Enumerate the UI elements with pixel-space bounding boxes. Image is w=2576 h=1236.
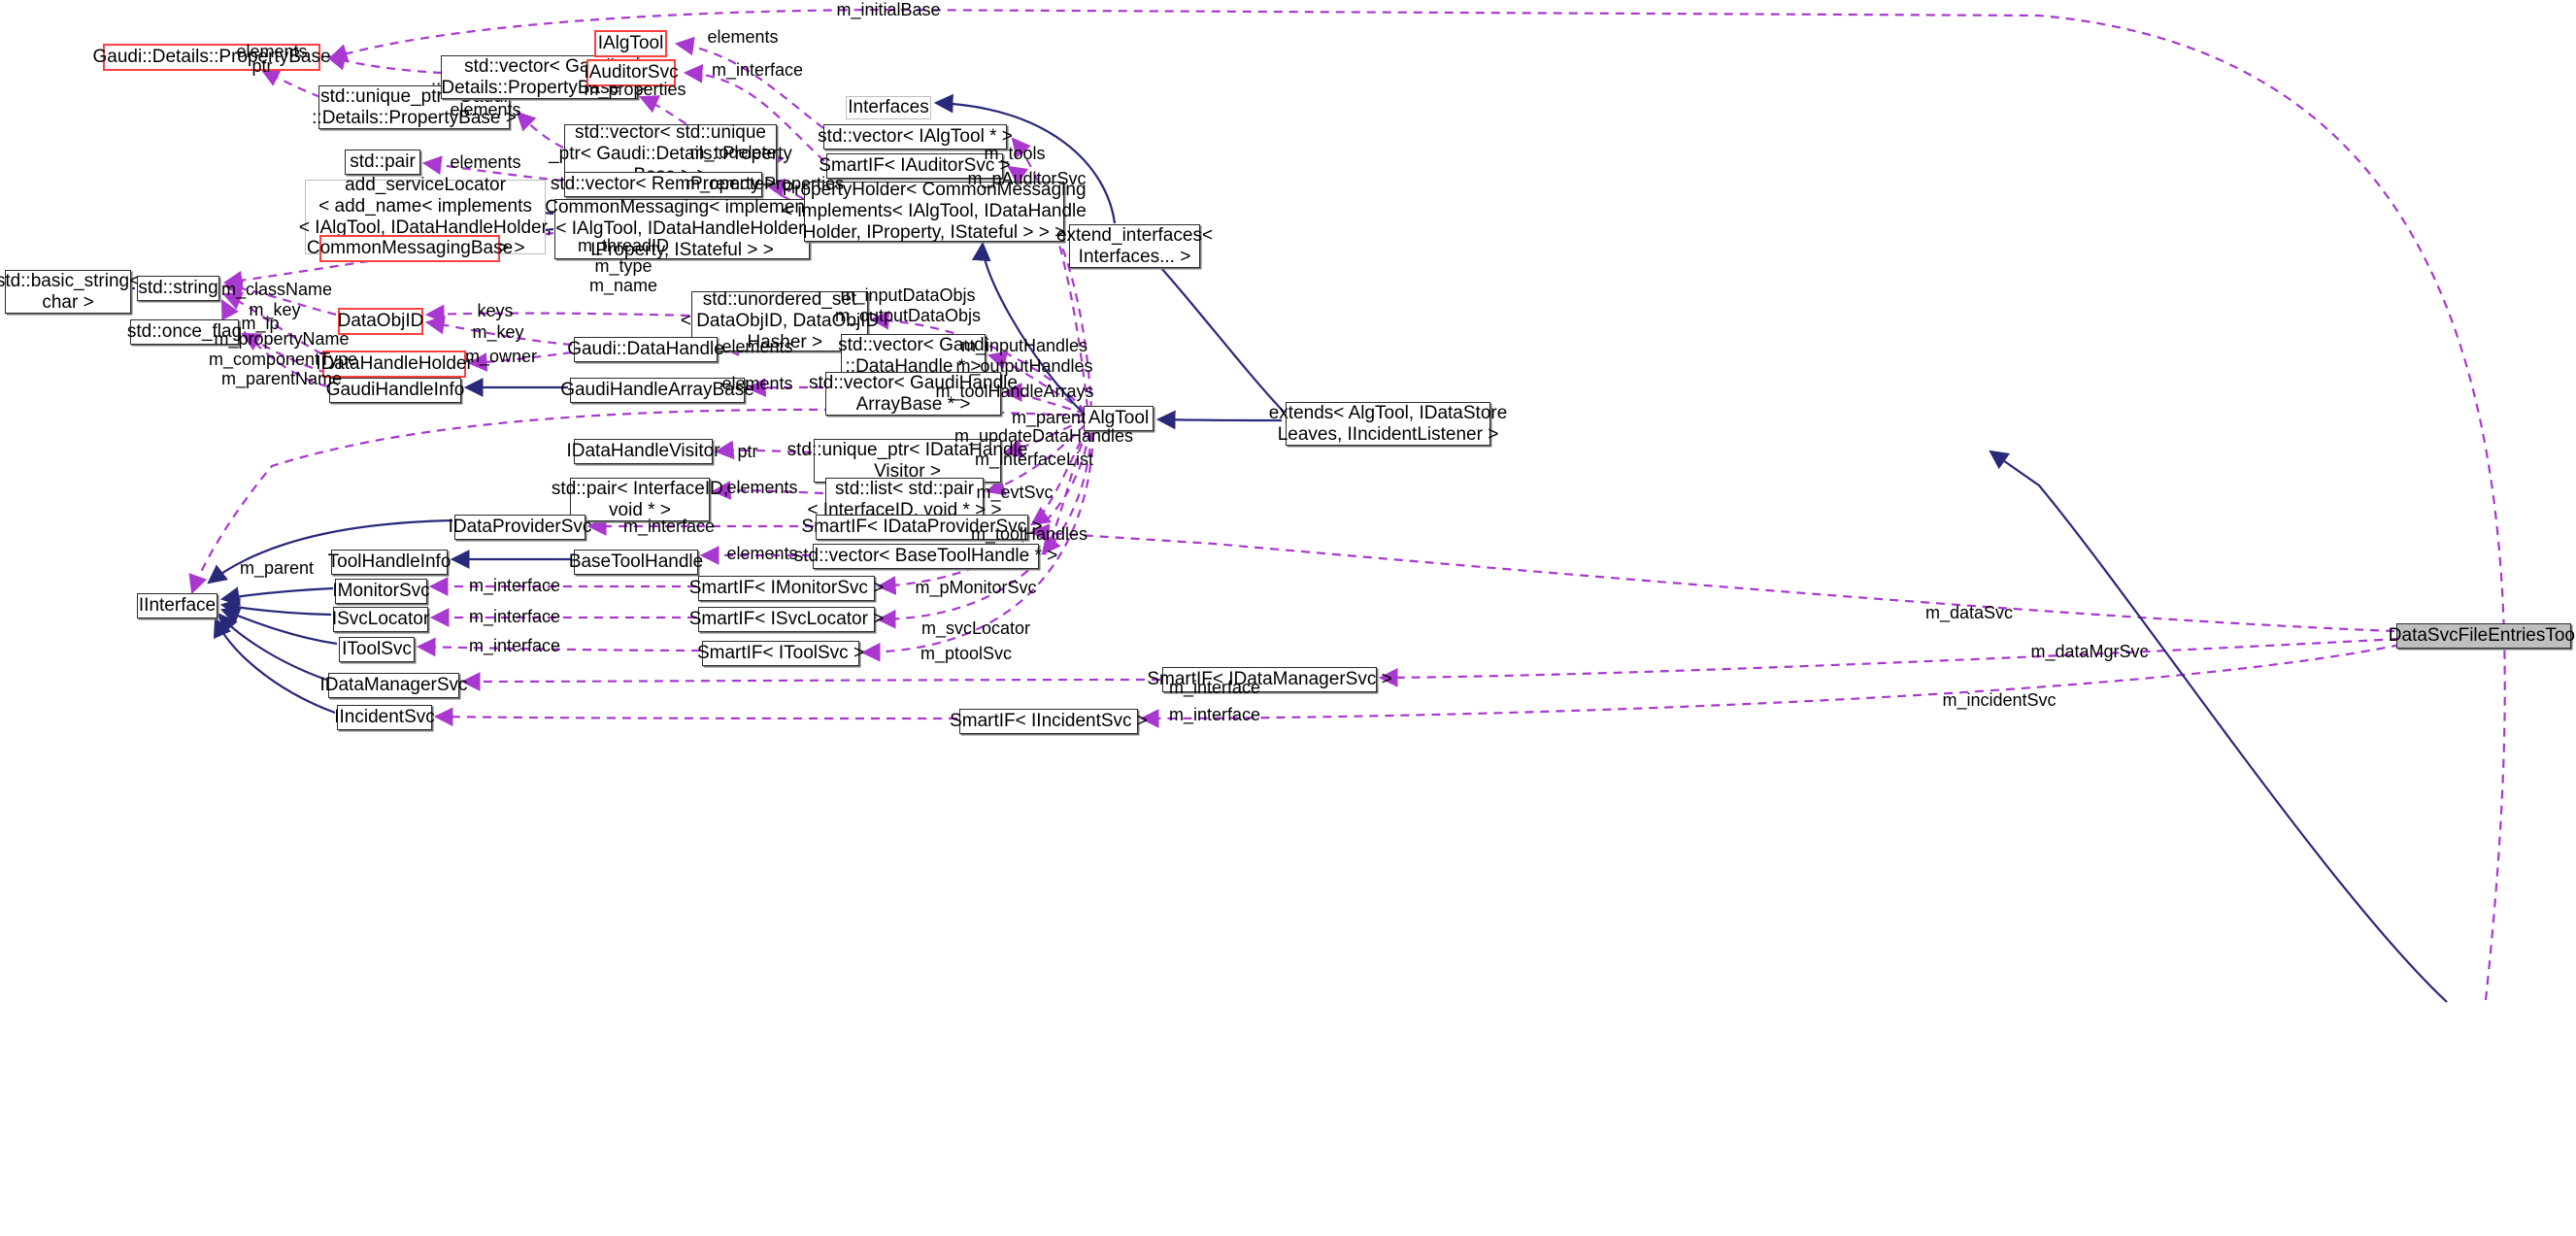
edge-label-m-parent: m_parent <box>1011 408 1087 427</box>
edge-label-m-svclocator: m_svcLocator <box>920 618 1031 638</box>
edge-label-m-datasvc: m_dataSvc <box>1924 603 2014 622</box>
node-isvclocator[interactable]: ISvcLocator <box>332 607 429 632</box>
node-idatahandlevisitor[interactable]: IDataHandleVisitor <box>566 439 720 464</box>
node-vector-gaudihandlearraybase-ptr[interactable]: std::vector< GaudiHandle ArrayBase * > <box>809 372 1018 416</box>
node-smartif-iauditorsvc[interactable]: SmartIF< IAuditorSvc > <box>819 153 1011 179</box>
edge-label-ptr: ptr <box>737 442 758 461</box>
edge-label-m-initialbase: m_initialBase <box>836 0 941 19</box>
node-basetoolhandle[interactable]: BaseToolHandle <box>569 550 703 575</box>
node-smartif-imonitorsvc[interactable]: SmartIF< IMonitorSvc > <box>689 576 884 601</box>
node-pair-interfaceid-void[interactable]: std::pair< InterfaceID, void * > <box>551 478 729 521</box>
node-idataprovidersvc[interactable]: IDataProviderSvc <box>449 515 591 540</box>
edge-label-m-datamgrsvc: m_dataMgrSvc <box>2030 642 2149 661</box>
node-commonmessaging[interactable]: CommonMessaging< implements < IAlgTool, … <box>545 197 820 260</box>
node-itoolsvc[interactable]: IToolSvc <box>339 637 415 662</box>
node-datasvcfileentriestool[interactable]: DataSvcFileEntriesTool <box>2389 623 2576 649</box>
node-gaudi-details-propertybase[interactable]: Gaudi::Details::PropertyBase <box>93 44 331 71</box>
node-vector-ialgtool-ptr[interactable]: std::vector< IAlgTool * > <box>818 124 1013 150</box>
edge-label-m-interface: m_interface <box>468 636 561 655</box>
edge-label-elements: elements <box>707 27 779 47</box>
node-idatamanagersvc[interactable]: IDataManagerSvc <box>319 673 468 698</box>
node-idatahandleholder[interactable]: IDataHandleHolder <box>316 351 473 378</box>
node-vector-remproperty[interactable]: std::vector< RemProperty > <box>551 172 776 197</box>
node-smartif-itoolsvc[interactable]: SmartIF< IToolSvc > <box>697 641 864 666</box>
node-gaudihandleinfo[interactable]: GaudiHandleInfo <box>326 378 464 403</box>
edge-label-m-interface: m_interface <box>711 60 804 80</box>
node-gaudihandlearraybase[interactable]: GaudiHandleArrayBase <box>560 378 754 403</box>
edge-label-keys: keys <box>477 301 514 320</box>
edge-label-elements: elements <box>450 152 521 172</box>
node-propertyholder[interactable]: PropertyHolder< CommonMessaging < implem… <box>782 180 1087 243</box>
edge-label-m-interface: m_interface <box>468 576 561 595</box>
node-commonmessagingbase[interactable]: CommonMessagingBase <box>307 235 513 262</box>
node-ialgtool[interactable]: IAlgTool <box>594 30 667 57</box>
node-std-once-flag[interactable]: std::once_flag <box>127 319 242 345</box>
node-std-basic-string[interactable]: std::basic_string< char > <box>0 270 141 314</box>
edge-label-m-pmonitorsvc: m_pMonitorSvc <box>915 578 1037 597</box>
edge-label-m-ptoolsvc: m_ptoolSvc <box>920 644 1013 663</box>
edge-label-m-parent: m_parent <box>239 558 315 578</box>
edge-label-m-ip: m_ip <box>241 314 280 333</box>
node-imonitorsvc[interactable]: IMonitorSvc <box>332 579 430 604</box>
node-interfaces[interactable]: Interfaces <box>846 96 931 119</box>
edge-label-elements: elements <box>726 544 798 563</box>
node-unique-ptr-idatahandlevisitor[interactable]: std::unique_ptr< IDataHandle Visitor > <box>786 439 1028 483</box>
node-gaudi-datahandle[interactable]: Gaudi::DataHandle <box>567 337 724 362</box>
node-std-pair[interactable]: std::pair <box>345 150 420 175</box>
node-smartif-isvclocator[interactable]: SmartIF< ISvcLocator > <box>689 607 884 632</box>
node-iauditorsvc[interactable]: IAuditorSvc <box>584 59 679 86</box>
node-smartif-idatamanagersvc[interactable]: SmartIF< IDataManagerSvc > <box>1147 667 1392 692</box>
node-iinterface[interactable]: IInterface <box>137 593 217 618</box>
node-vector-basetoolhandle-ptr[interactable]: std::vector< BaseToolHandle * > <box>794 544 1057 569</box>
node-iincidentsvc[interactable]: IIncidentSvc <box>334 705 435 730</box>
node-extend-interfaces[interactable]: extend_interfaces< Interfaces... > <box>1055 224 1214 268</box>
node-algtool[interactable]: AlgTool <box>1084 406 1154 431</box>
node-dataobjid[interactable]: DataObjID <box>338 308 423 335</box>
edge-label-m-classname-key: m_className m_key <box>221 280 333 319</box>
edge-label-m-owner: m_owner <box>464 347 538 366</box>
node-smartif-idataprovidersvc[interactable]: SmartIF< IDataProviderSvc > <box>801 515 1043 540</box>
node-std-string[interactable]: std::string <box>137 276 219 301</box>
edge-label-m-interface: m_interface <box>1168 705 1261 724</box>
edge-label-m-incidentsvc: m_incidentSvc <box>1942 690 2057 710</box>
edge-label-m-interface: m_interface <box>468 607 561 626</box>
node-toolhandleinfo[interactable]: ToolHandleInfo <box>328 550 451 575</box>
node-extends-algtool[interactable]: extends< AlgTool, IDataStore Leaves, IIn… <box>1268 402 1508 446</box>
edge-label-m-key: m_key <box>472 322 524 342</box>
node-smartif-iincidentsvc[interactable]: SmartIF< IIncidentSvc > <box>950 709 1148 734</box>
